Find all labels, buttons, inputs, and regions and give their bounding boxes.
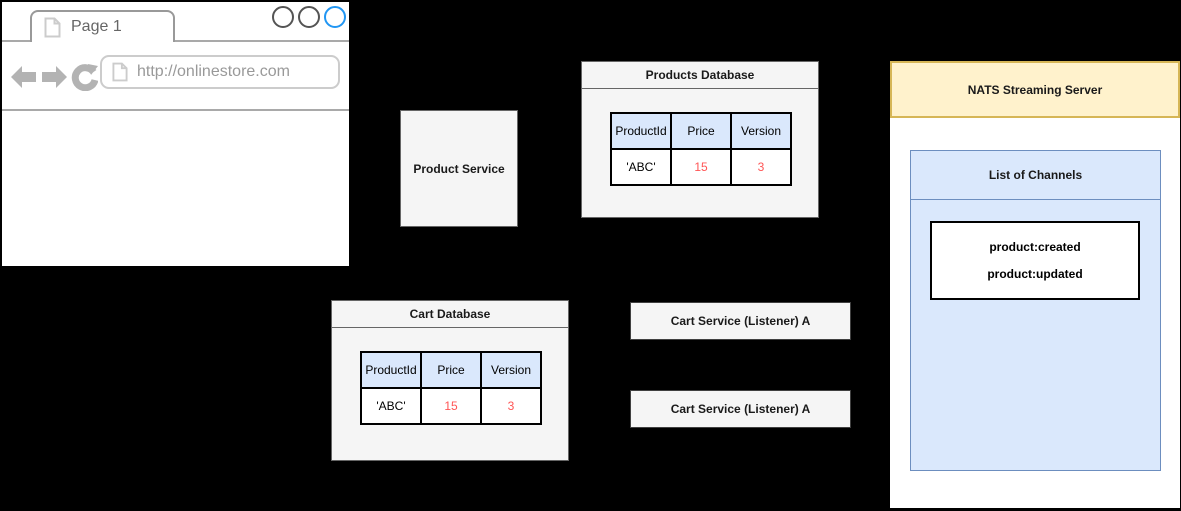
channel-item: product:created — [989, 239, 1081, 254]
window-control-circle-active[interactable] — [324, 6, 346, 28]
window-controls — [272, 6, 346, 28]
channels-title-bar: List of Channels — [911, 151, 1160, 200]
cart-database-title: Cart Database — [409, 307, 491, 321]
url-input[interactable]: http://onlinestore.com — [100, 55, 340, 89]
products-database-table: ProductId Price Version 'ABC' 15 3 — [610, 112, 792, 186]
column-header: Price — [670, 112, 732, 150]
products-database-title-bar: Products Database — [582, 62, 818, 89]
url-page-icon — [112, 62, 128, 82]
tabstrip-divider — [2, 40, 349, 42]
channels-title: List of Channels — [988, 168, 1083, 182]
window-control-circle-1[interactable] — [272, 6, 294, 28]
products-database-container: Products Database ProductId Price Versio… — [581, 61, 819, 218]
cart-database-title-bar: Cart Database — [332, 301, 568, 328]
table-header-row: ProductId Price Version — [610, 112, 792, 150]
column-header: Version — [730, 112, 792, 150]
column-header: Version — [480, 351, 542, 389]
window-control-circle-2[interactable] — [298, 6, 320, 28]
table-row: 'ABC' 15 3 — [360, 387, 542, 425]
product-service-label: Product Service — [413, 161, 505, 176]
price-cell: 15 — [420, 387, 482, 425]
cart-service-label: Cart Service (Listener) A — [670, 314, 811, 328]
browser-window-mockup: Page 1 http://onlinestore.com — [2, 2, 349, 266]
toolbar-divider — [2, 109, 349, 111]
cart-database-container: Cart Database ProductId Price Version 'A… — [331, 300, 569, 461]
column-header: ProductId — [610, 112, 672, 150]
channel-item: product:updated — [987, 266, 1083, 281]
product-id-cell: 'ABC' — [360, 387, 422, 425]
table-row: 'ABC' 15 3 — [610, 148, 792, 186]
browser-tab[interactable]: Page 1 — [30, 10, 175, 42]
column-header: Price — [420, 351, 482, 389]
version-cell: 3 — [730, 148, 792, 186]
back-icon[interactable] — [10, 65, 37, 90]
nats-title: NATS Streaming Server — [967, 82, 1103, 97]
nats-header-bar: NATS Streaming Server — [890, 61, 1180, 118]
column-header: ProductId — [360, 351, 422, 389]
product-id-cell: 'ABC' — [610, 148, 672, 186]
cart-service-listener-a-box-1: Cart Service (Listener) A — [630, 302, 851, 340]
product-service-box: Product Service — [400, 110, 518, 227]
cart-database-table: ProductId Price Version 'ABC' 15 3 — [360, 351, 542, 425]
table-header-row: ProductId Price Version — [360, 351, 542, 389]
channel-list-box: product:created product:updated — [930, 221, 1140, 300]
cart-service-listener-a-box-2: Cart Service (Listener) A — [630, 390, 851, 428]
forward-icon[interactable] — [41, 65, 68, 90]
refresh-icon[interactable] — [71, 63, 98, 91]
tab-page-icon — [44, 17, 61, 37]
version-cell: 3 — [480, 387, 542, 425]
list-of-channels-panel: List of Channels product:created product… — [910, 150, 1161, 471]
url-text: http://onlinestore.com — [137, 63, 290, 80]
products-database-title: Products Database — [645, 68, 755, 82]
price-cell: 15 — [670, 148, 732, 186]
cart-service-label: Cart Service (Listener) A — [670, 402, 811, 416]
tab-label: Page 1 — [71, 18, 122, 35]
